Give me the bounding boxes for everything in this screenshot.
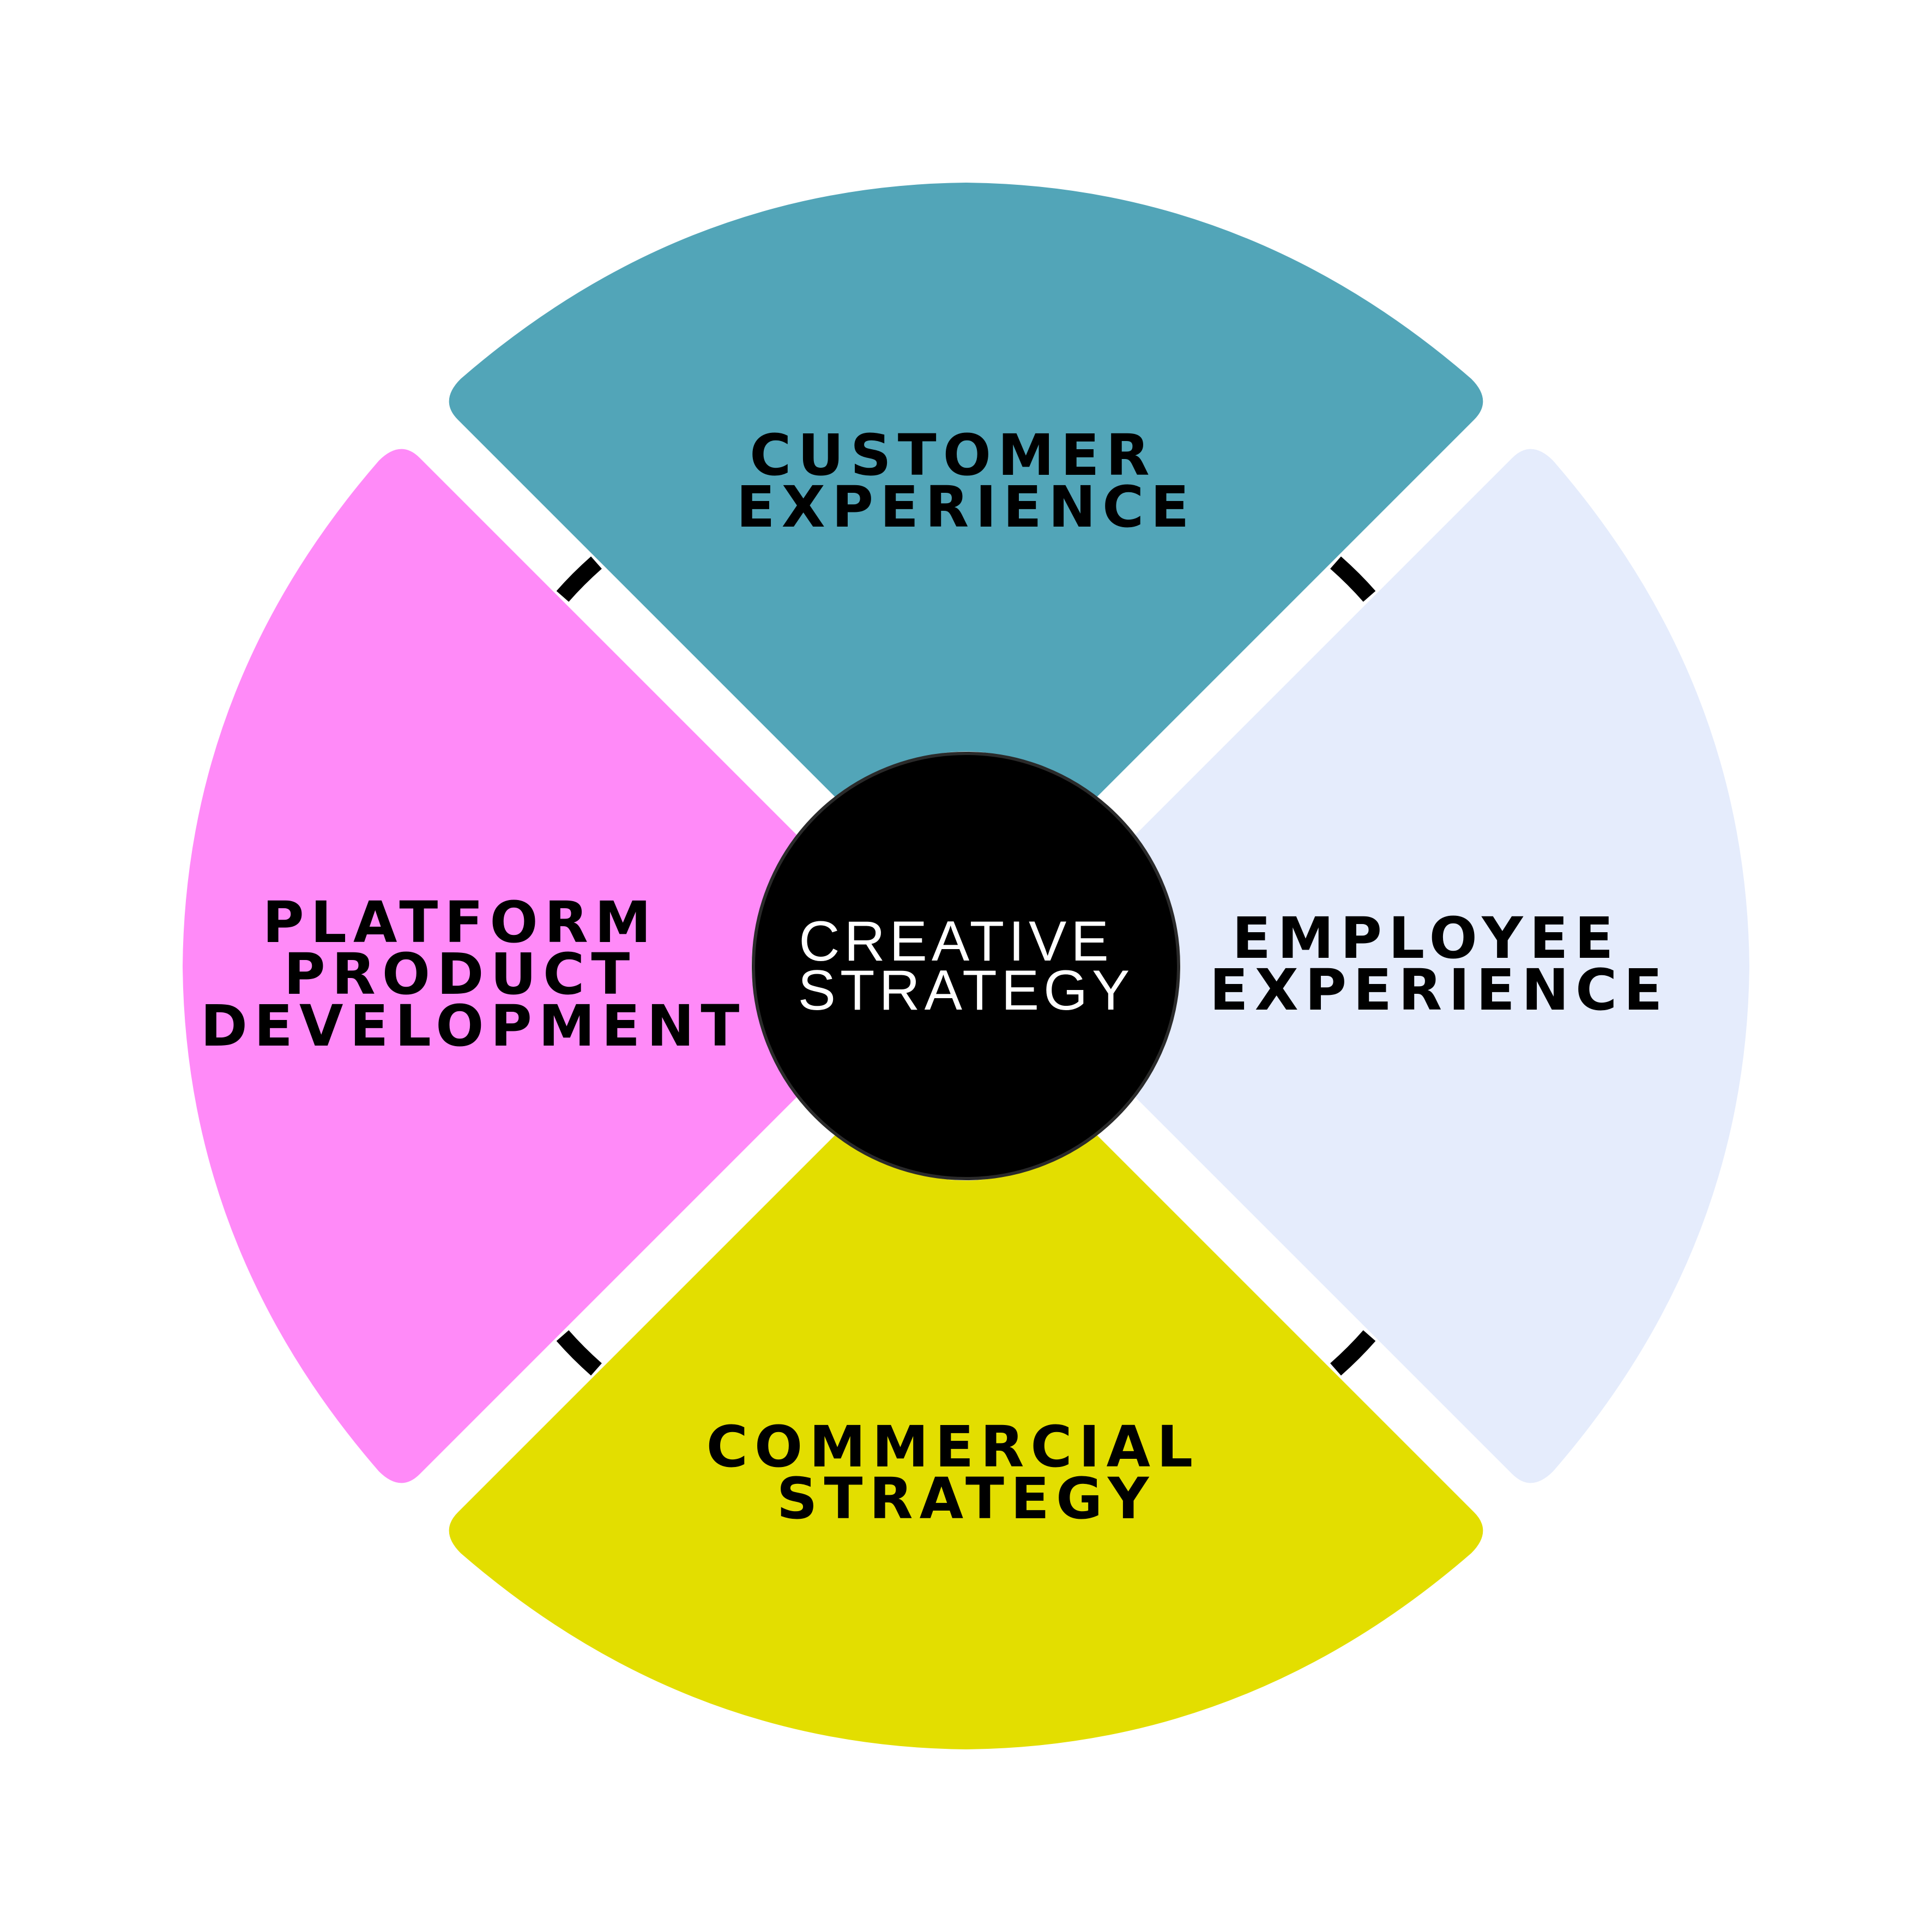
- segment-platform-product-development-line-2: PRODUCT: [284, 941, 637, 1007]
- segment-customer-experience: CUSTOMER EXPERIENCE: [449, 183, 1483, 800]
- segment-commercial-strategy: COMMERCIAL STRATEGY: [449, 1132, 1483, 1749]
- gap-marks: [556, 556, 1376, 1376]
- svg-text:COMMERCIAL STRATEGY: COMMERCIAL STRATEGY: [707, 1414, 1226, 1532]
- segment-employee-experience-line-1: EMPLOYEE: [1232, 905, 1620, 971]
- svg-text:CUSTOMER EXPERIENCE: CUSTOMER EXPERIENCE: [736, 422, 1196, 540]
- segment-commercial-strategy-shape: [449, 1132, 1483, 1749]
- segment-customer-experience-line-2: EXPERIENCE: [736, 474, 1196, 540]
- center-hub: CREATIVE STRATEGY: [752, 752, 1180, 1180]
- segment-customer-experience-line-1: CUSTOMER: [750, 422, 1156, 488]
- segment-customer-experience-shape: [449, 183, 1483, 800]
- segment-employee-experience-shape: [1132, 449, 1749, 1483]
- segment-commercial-strategy-line-1: COMMERCIAL: [707, 1414, 1200, 1480]
- segment-platform-product-development-line-3: DEVELOPMENT: [201, 993, 746, 1059]
- svg-text:CREATIVE STRATEGY: CREATIVE STRATEGY: [798, 910, 1134, 1022]
- center-hub-line-1: CREATIVE: [799, 910, 1113, 973]
- gap-mark-top-right: [1330, 556, 1376, 602]
- segment-platform-product-development: PLATFORM PRODUCT DEVELOPMENT: [183, 449, 800, 1483]
- gap-mark-bottom-left: [556, 1330, 602, 1376]
- svg-text:EMPLOYEE EXPERIENCE: EMPLOYEE EXPERIENCE: [1210, 905, 1669, 1023]
- segment-platform-product-development-shape: [183, 449, 800, 1483]
- segment-employee-experience-line-2: EXPERIENCE: [1210, 957, 1669, 1023]
- segment-platform-product-development-line-1: PLATFORM: [262, 889, 657, 956]
- gap-mark-bottom-right: [1330, 1330, 1376, 1376]
- center-hub-circle: [752, 752, 1180, 1180]
- gap-mark-top-left: [556, 556, 602, 602]
- svg-text:PLATFORM PRODUCT D: PLATFORM PRODUCT DEVELOPMENT: [201, 889, 746, 1059]
- segment-employee-experience: EMPLOYEE EXPERIENCE: [1132, 449, 1749, 1483]
- center-hub-line-2: STRATEGY: [798, 959, 1134, 1022]
- segment-commercial-strategy-line-2: STRATEGY: [777, 1465, 1156, 1532]
